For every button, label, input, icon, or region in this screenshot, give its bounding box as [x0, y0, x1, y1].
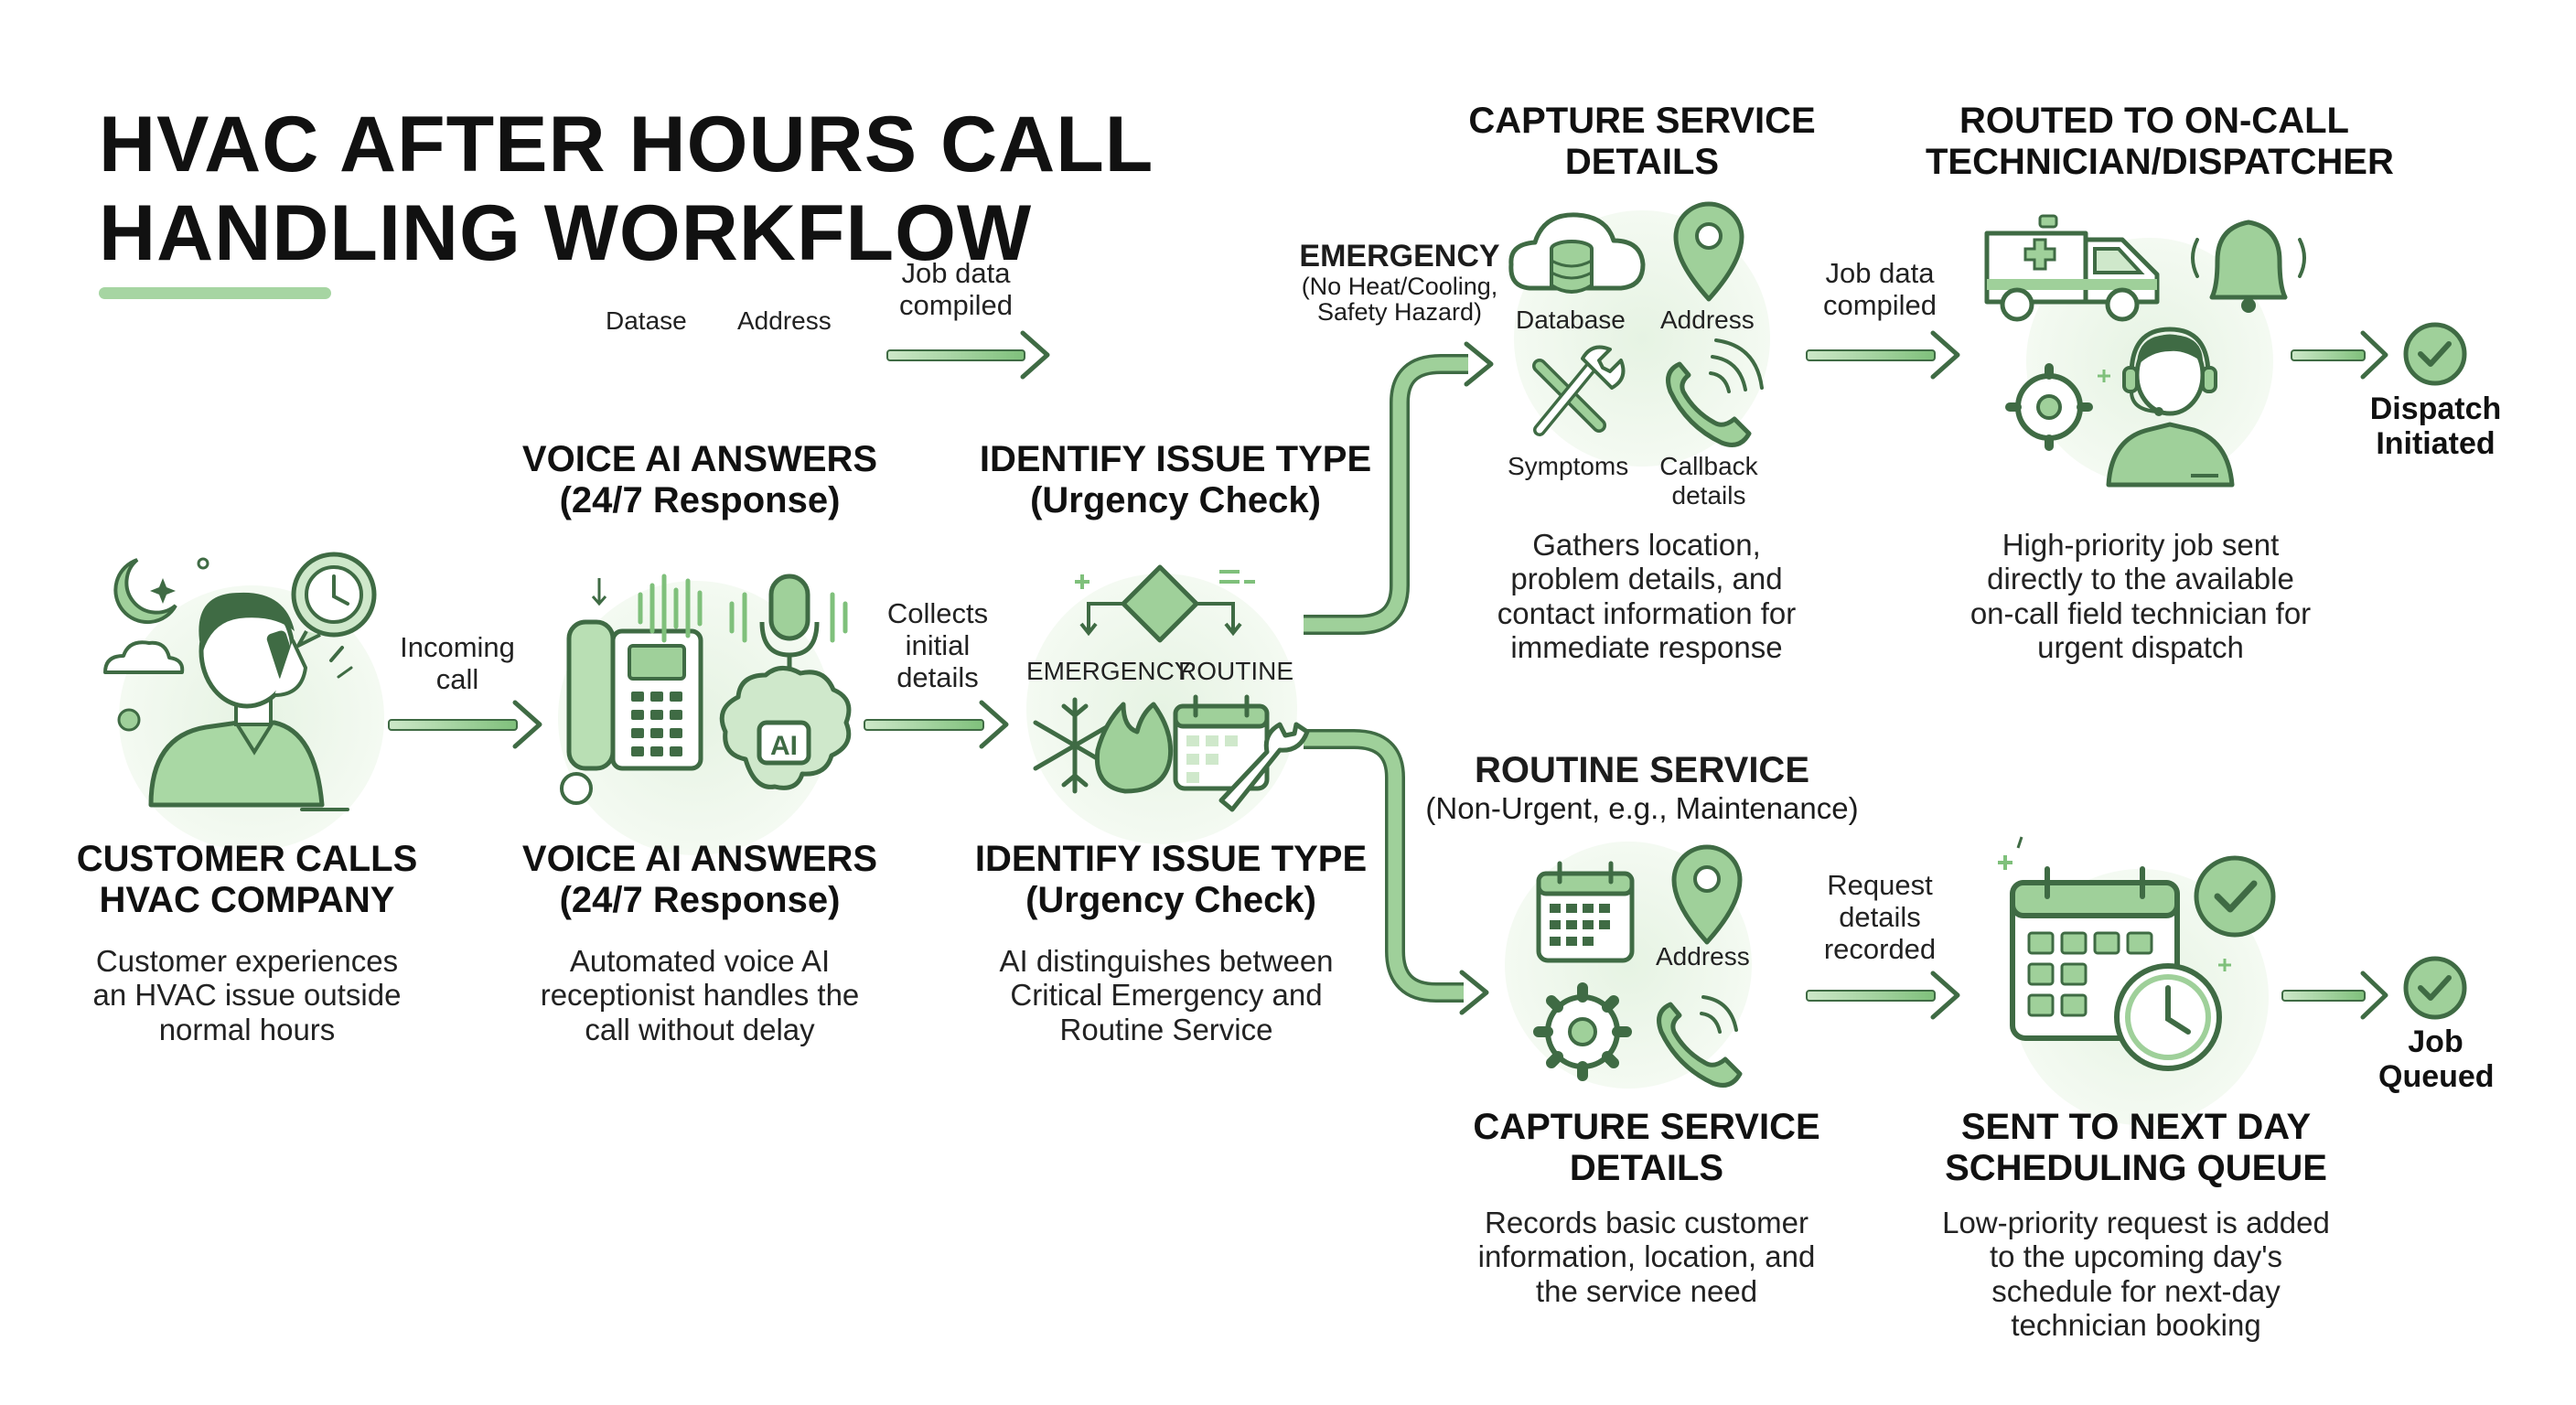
routine-item-address: Address — [1656, 942, 1750, 971]
arrow-incoming-call — [388, 700, 542, 749]
gear-icon — [1533, 982, 1632, 1081]
clock-icon — [2114, 963, 2222, 1071]
ai-brain-icon: AI — [719, 666, 852, 790]
arrow-collects-details — [864, 700, 1009, 749]
location-pin-icon — [1673, 201, 1744, 302]
arrow-job-data-emergency — [1806, 330, 1960, 380]
location-pin-icon — [1671, 844, 1743, 945]
decision-diamond-icon — [1121, 564, 1199, 643]
emergency-branch-label: EMERGENCY (No Heat/Cooling, Safety Hazar… — [1299, 239, 1500, 327]
arrow-branch-routine — [1304, 729, 1489, 1015]
title-line-1: HVAC AFTER HOURS CALL — [99, 101, 1154, 188]
arrow-branch-emergency — [1304, 341, 1494, 635]
ambulance-icon — [1984, 214, 2160, 322]
routine-branch-label: ROUTINE SERVICE (Non-Urgent, e.g., Maint… — [1425, 750, 1859, 826]
check-badge-icon — [2194, 855, 2276, 938]
flame-icon — [1094, 702, 1174, 794]
snowflake-icon — [1033, 697, 1117, 794]
calendar-icon — [1536, 861, 1635, 963]
arrow-request-details — [1806, 971, 1960, 1020]
branch-label-routine: ROUTINE — [1178, 657, 1293, 685]
check-dispatch-icon — [2403, 322, 2467, 386]
voice-ai-top-heading: VOICE AI ANSWERS(24/7 Response) — [521, 439, 878, 521]
phone-callback-icon — [1657, 995, 1743, 1088]
star-icon — [150, 578, 176, 604]
desk-phone-icon — [560, 619, 703, 805]
database-icon — [1508, 212, 1646, 294]
waveform-icon — [638, 574, 848, 643]
schedule-queue-illustration — [1998, 836, 2276, 1125]
identify-top-heading: IDENTIFY ISSUE TYPE(Urgency Check) — [979, 439, 1372, 521]
item-database: Database — [1516, 306, 1626, 334]
technician-illustration — [1984, 214, 2306, 488]
clock-icon — [291, 552, 377, 648]
tools-icon — [1532, 345, 1626, 436]
stray-label-address: Address — [737, 306, 832, 335]
customer-illustration — [103, 552, 384, 851]
item-symptoms: Symptoms — [1508, 452, 1629, 480]
arrow-job-queued — [2281, 971, 2388, 1020]
alarm-bell-icon — [2191, 220, 2306, 313]
emergency-capture-icons — [1508, 201, 1770, 467]
gear-icon — [117, 708, 141, 732]
phone-callback-icon — [1666, 338, 1764, 447]
arrow-dispatch — [2291, 330, 2388, 380]
page-title: HVAC AFTER HOURS CALL HANDLING WORKFLOW — [99, 101, 1154, 278]
gear-icon — [2005, 363, 2093, 451]
item-address: Address — [1660, 306, 1755, 334]
stray-label-datase: Datase — [606, 306, 687, 335]
calendar-wrench-icon — [1173, 694, 1310, 812]
moon-icon — [113, 558, 177, 625]
dispatcher-person-icon — [2106, 327, 2235, 488]
branch-label-emergency: EMERGENCY — [1026, 657, 1192, 685]
title-underline — [99, 287, 331, 299]
identify-illustration — [1026, 564, 1310, 844]
routine-capture-icons — [1505, 842, 1752, 1089]
identify-heading: IDENTIFY ISSUE TYPE(Urgency Check) — [974, 839, 1368, 921]
check-queued-icon — [2403, 956, 2467, 1020]
title-line-2: HANDLING WORKFLOW — [99, 189, 1033, 278]
ai-badge: AI — [770, 731, 798, 761]
arrow-job-data-top — [886, 330, 1050, 380]
cloud-icon — [103, 640, 185, 674]
voice-ai-illustration: AI — [558, 574, 852, 855]
voice-ai-heading: VOICE AI ANSWERS(24/7 Response) — [521, 839, 878, 921]
